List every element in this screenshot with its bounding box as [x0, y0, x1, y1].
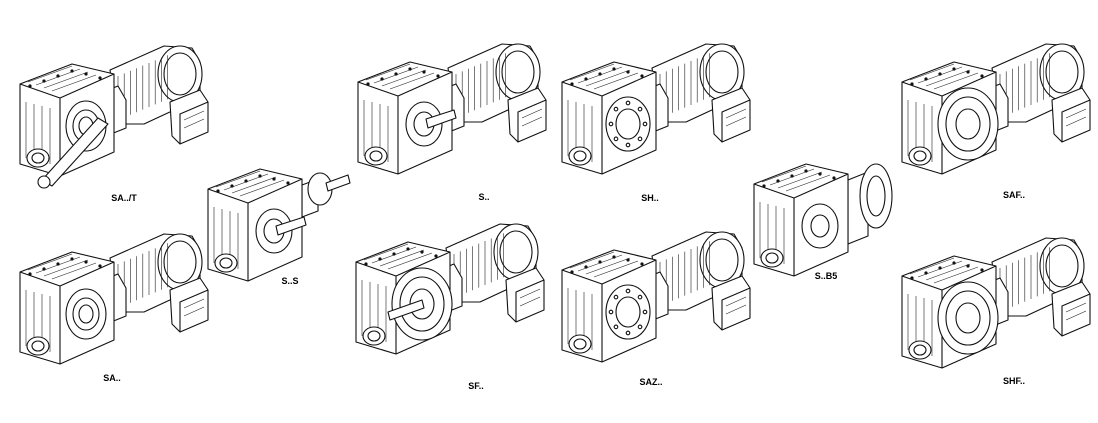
unit-label-saf: SAF.. [1002, 190, 1026, 200]
unit-label-s-b5: S..B5 [814, 271, 838, 281]
gear-housing-icon [355, 241, 453, 355]
gear-unit-s [357, 43, 547, 175]
gear-unit-s-b5 [753, 163, 893, 277]
unit-label-s-s: S..S [281, 276, 299, 286]
gear-unit-saf [901, 43, 1091, 175]
gear-housing-icon [19, 63, 115, 189]
unit-label-sf: SF.. [468, 381, 484, 391]
gear-unit-saz [561, 231, 751, 363]
gear-housing-icon [561, 61, 657, 175]
unit-label-sa-t: SA../T [111, 193, 137, 203]
unit-label-s: S.. [478, 192, 490, 202]
gear-unit-sf [355, 223, 545, 355]
gear-housing-icon [753, 163, 849, 277]
unit-label-shf: SHF.. [1002, 376, 1026, 386]
gear-unit-s-s [207, 168, 351, 282]
unit-label-sh: SH.. [641, 193, 659, 203]
unit-label-sa: SA.. [103, 373, 121, 383]
input-shaft-icon [301, 172, 351, 218]
motor-icon [979, 237, 1091, 337]
gear-housing-icon [19, 251, 115, 365]
unit-label-saz: SAZ.. [639, 377, 663, 387]
gear-unit-sa-t [19, 45, 209, 189]
gear-housing-icon [901, 61, 999, 175]
motor-icon [435, 43, 547, 143]
gear-unit-sh [561, 43, 751, 175]
gear-housing-icon [901, 255, 999, 369]
gear-unit-shf [901, 237, 1091, 369]
b5-flange-icon [847, 163, 893, 245]
gear-housing-icon [207, 168, 307, 282]
gear-housing-icon [357, 61, 457, 175]
gear-unit-sa [19, 233, 209, 365]
motor-icon [639, 43, 751, 143]
gear-housing-icon [561, 249, 657, 363]
